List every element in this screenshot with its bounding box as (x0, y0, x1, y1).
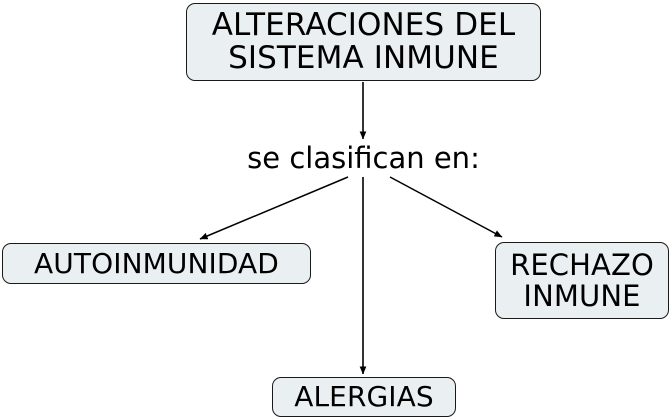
arrow-label-to-autoinmunidad (199, 176, 349, 240)
node-alteraciones-sistema-inmune[interactable]: ALTERACIONES DEL SISTEMA INMUNE (186, 3, 541, 81)
node-rechazo-inmune[interactable]: RECHAZO INMUNE (495, 242, 669, 319)
arrow-label-to-rechazo (389, 176, 503, 238)
node-alergias[interactable]: ALERGIAS (272, 377, 456, 417)
connector-label-se-clasifican-en: se clasifican en: (247, 141, 480, 175)
node-autoinmunidad[interactable]: AUTOINMUNIDAD (2, 243, 311, 284)
